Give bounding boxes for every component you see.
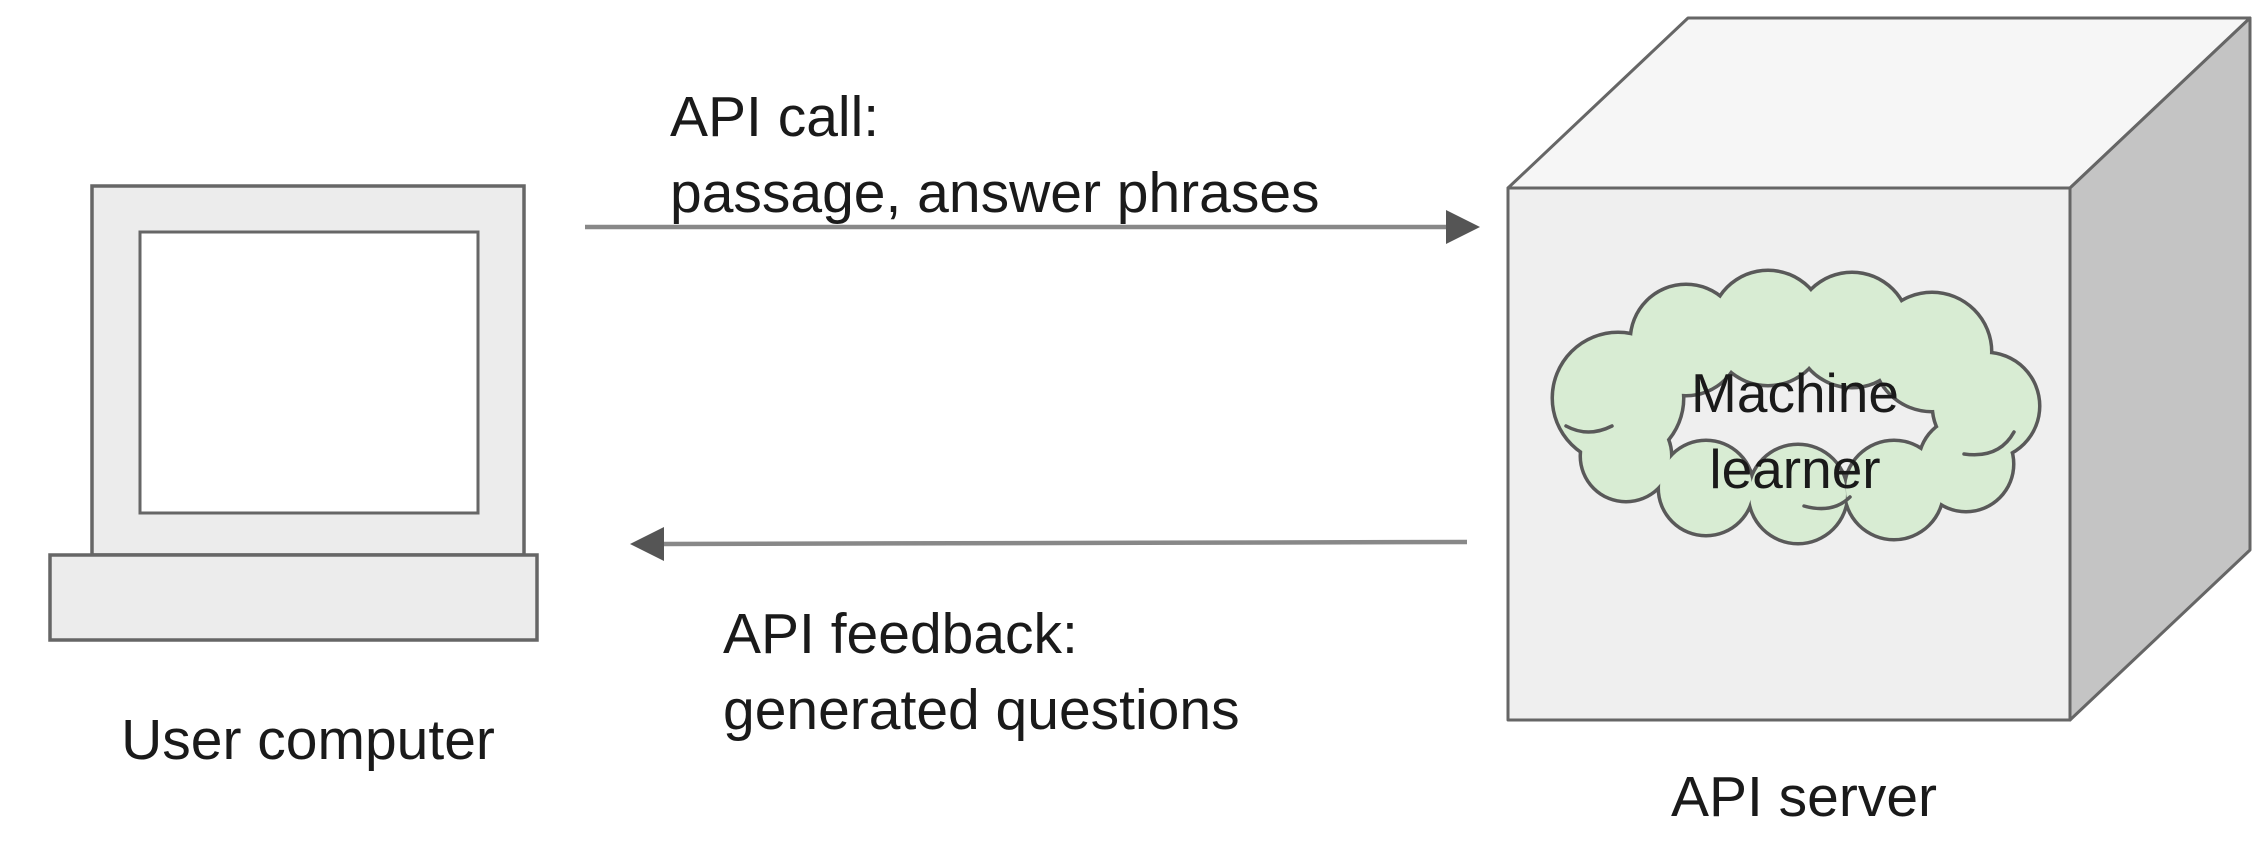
api-server-label: API server	[1670, 765, 1938, 829]
api-feedback-arrow-line	[661, 539, 1468, 547]
api-feedback-label-line2: generated questions	[723, 678, 1240, 742]
monitor-stand	[48, 553, 539, 642]
user-computer-icon	[48, 184, 539, 642]
monitor-screen	[138, 230, 480, 515]
api-call-label: API call: passage, answer phrases	[670, 79, 1320, 231]
api-call-label-line2: passage, answer phrases	[670, 161, 1320, 225]
machine-learner-label: Machine learner	[1545, 355, 2045, 507]
api-feedback-arrow	[630, 527, 1468, 561]
cloud-hook-right	[1962, 430, 2016, 457]
api-call-arrowhead-icon	[1446, 210, 1480, 244]
api-call-arrow	[585, 210, 1480, 244]
api-feedback-arrowhead-icon	[630, 527, 664, 561]
api-call-label-line1: API call:	[670, 85, 880, 149]
machine-learner-label-line1: Machine	[1691, 362, 1899, 424]
machine-learner-cloud-icon	[1554, 272, 2038, 542]
cloud-hook-left	[1564, 424, 1614, 434]
user-computer-label: User computer	[121, 708, 495, 772]
api-feedback-label: API feedback: generated questions	[723, 596, 1240, 748]
cloud-hook-bottom	[1802, 495, 1852, 511]
machine-learner-label-line2: learner	[1709, 438, 1881, 500]
api-feedback-label-line1: API feedback:	[723, 602, 1078, 666]
